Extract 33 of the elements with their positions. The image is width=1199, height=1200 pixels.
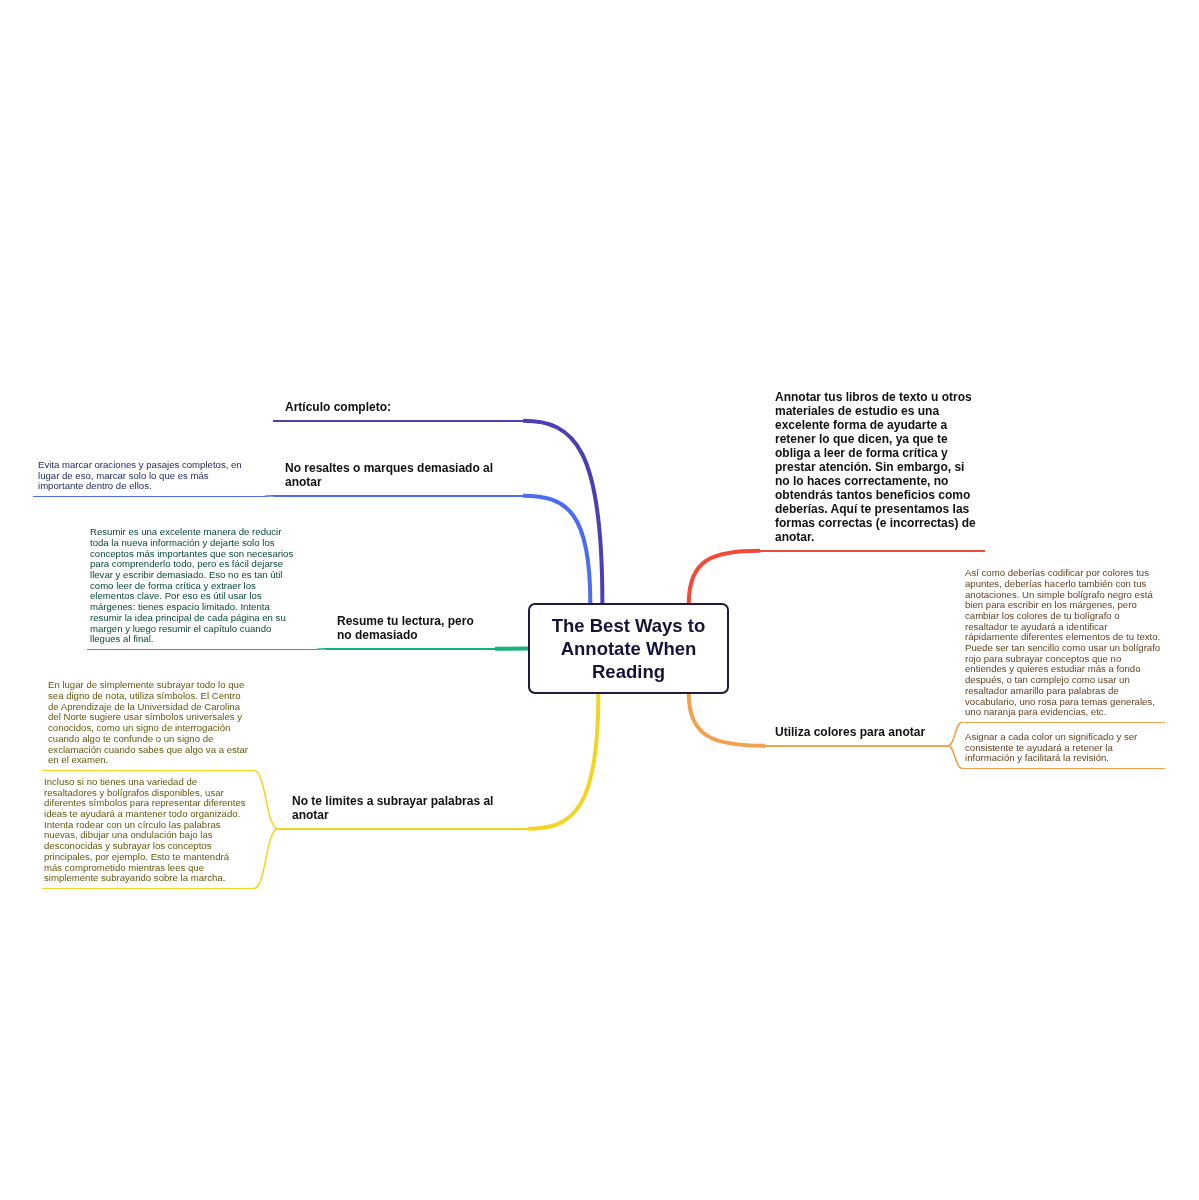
central-topic-title: The Best Ways to Annotate When Reading: [550, 614, 707, 683]
topic-text: No te limites a subrayar palabras al anotar: [292, 794, 495, 822]
branch-line: [264, 495, 274, 497]
branch-line: [316, 648, 326, 650]
branch-line: [947, 721, 963, 747]
note-node: [962, 731, 1165, 769]
topic-text: Resume tu lectura, pero no demasiado: [337, 614, 475, 642]
topic-node: [273, 461, 523, 497]
topic-text: No resaltes o marques demasiado al anotar: [285, 461, 495, 489]
branch-line: [686, 548, 761, 604]
branch-line: [527, 693, 601, 831]
branch-line: [686, 693, 766, 748]
branch-line: [947, 745, 963, 769]
branch-line: [522, 493, 593, 604]
topic-text: Utiliza colores para anotar: [775, 725, 927, 739]
topic-node: [325, 614, 495, 650]
branch-line: [495, 646, 528, 651]
note-text: Asignar a cada color un significado y ser consistente te ayudará a retener la información y facilitará la revisión.: [965, 731, 1139, 764]
branch-line: [253, 828, 279, 889]
topic-node: [278, 794, 528, 830]
note-text: Evita marcar oraciones y pasajes completos, en lugar de eso, marcar solo lo que es más importante dentro de ellos.: [38, 459, 243, 492]
topic-text: Artículo completo:: [285, 400, 392, 414]
note-text: Incluso si no tienes una variedad de resaltadores y bolígrafos disponibles, usar diferentes símbolos para representar diferentes ideas te ayudará a mantener todo organizado. Intenta rodear con un círculo las palabras nuevas, dibujar una ondulación bajo las desconocidas y subrayar los conceptos principales, por ejemplo. Esto te mantendrá más comprometido mientras lees que simplemente subrayando sobre la marcha.: [44, 776, 246, 884]
branch-line: [253, 769, 279, 830]
branch-line: [522, 418, 605, 604]
topic-node: [765, 725, 948, 747]
topic-text: Annotar tus libros de texto u otros materiales de estudio es una excelente forma de ayudarte a retener lo que dicen, ya que te obliga a leer de forma crítica y prestar atención. Sin embargo, si no lo haces correctamente, no obtendrás tantos beneficios como deberías. Aquí te presentamos las formas correctas (e incorrectas) de anotar.: [775, 390, 977, 544]
note-text: Resumir es una excelente manera de reducir toda la nueva información y dejarte solo los conceptos más importantes que son necesarios para comprenderlo todo, pero es fácil dejarse llevar y escribir demasiado. Eso no es tan útil como leer de forma crítica y extraer los elementos clave. Por eso es útil usar los márgenes: tienes espacio limitado. Intenta resumir la idea principal de cada página en su margen y luego resumir el capítulo cuando llegues al final.: [90, 527, 295, 645]
note-node: [33, 459, 265, 497]
topic-node: [273, 400, 523, 422]
note-text: Así como deberías codificar por colores tus apuntes, deberías hacerlo también con tus anotaciones. Un simple bolígrafo negro está bien para escribir en los márgenes, pero cambiar los colores de tu bolígrafo o resaltador te ayudará a identificar rápidamente diferentes elementos de tu texto. Puede ser tan sencillo como usar un bolígrafo rojo para subrayar conceptos que no entiendes y quieres estudiar más a fondo después, o tan complejo como usar un resaltador amarillo para palabras de vocabulario, uno rosa para temas generales, uno naranja para evidencias, etc.: [965, 568, 1162, 718]
note-text: En lugar de simplemente subrayar todo lo que sea digno de nota, utiliza símbolos. El Centro de Aprendizaje de la Universidad de Carolina del Norte sugiere usar símbolos universales y conocidos, como un signo de interrogación cuando algo te confunde o un signo de exclamación cuando sabes que algo va a estar en el examen.: [48, 680, 249, 766]
central-topic-box: [528, 603, 729, 694]
